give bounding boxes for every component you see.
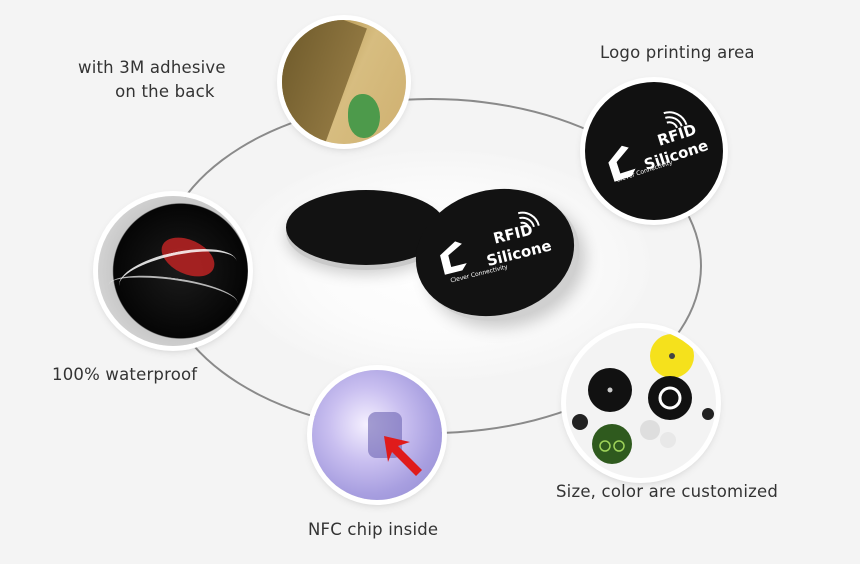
customization-photo	[566, 328, 716, 478]
caption-adhesive: with 3M adhesive on the back	[78, 56, 226, 104]
logo-photo: RFID Silicone Clever Connectivity	[585, 82, 723, 220]
nfc-photo	[312, 370, 442, 500]
caption-nfc: NFC chip inside	[308, 520, 439, 539]
adhesive-green-mark	[348, 94, 380, 138]
token-brand-icon	[440, 211, 540, 275]
caption-logo-area: Logo printing area	[600, 43, 755, 62]
caption-custom: Size, color are customized	[556, 482, 778, 501]
caption-adhesive-line1: with 3M adhesive	[78, 58, 226, 77]
caption-waterproof: 100% waterproof	[52, 365, 198, 384]
arrow-icon	[384, 436, 422, 476]
caption-adhesive-line2: on the back	[115, 82, 215, 101]
waterproof-photo	[98, 196, 248, 346]
token-front: RFID Silicone Clever Connectivity	[402, 172, 588, 333]
logo-brand-icon	[608, 111, 688, 182]
adhesive-photo	[282, 20, 406, 144]
custom-tags-illustration	[572, 334, 714, 464]
